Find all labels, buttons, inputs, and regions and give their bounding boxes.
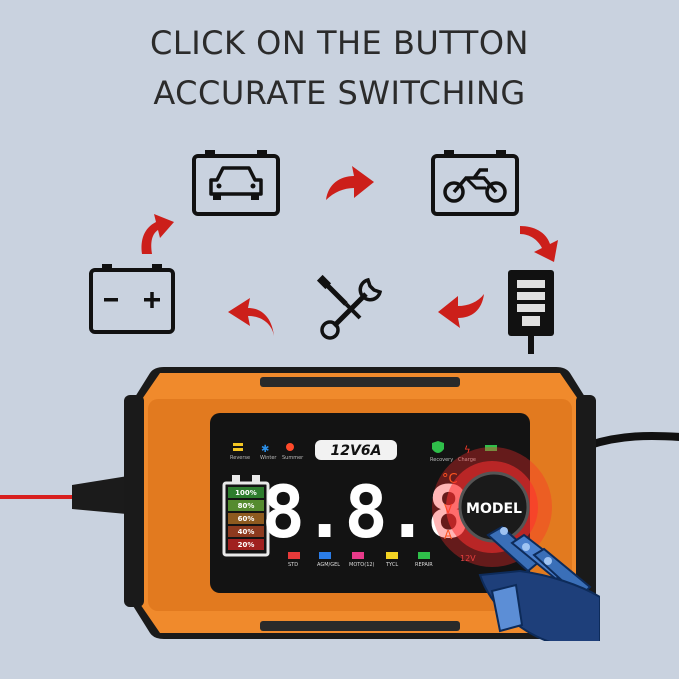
summer-icon [286,443,294,451]
car-battery-icon [192,150,280,216]
gauge-label-20: 20% [238,541,255,549]
mode-repair-icon [418,552,430,559]
mode-std-icon [288,552,300,559]
label-winter: Winter [260,455,277,461]
voltage-tag: 12V [460,554,476,563]
mode-agm-icon [319,552,331,559]
battery-charger-device: Reverse ✱ Winter Summer 12V6A Recovery ϟ… [0,365,679,641]
label-recovery: Recovery [430,457,453,463]
gauge-label-60: 60% [238,515,255,523]
mode-label-std: STD [288,562,298,568]
headline-line-1: CLICK ON THE BUTTON [150,24,529,62]
rating-badge [315,440,397,460]
charger-body [0,367,679,639]
label-summer: Summer [282,455,304,461]
unit-amp: A [444,528,453,542]
mode-label-agm: AGM/GEL [317,562,340,568]
model-button-label: MODEL [466,501,522,517]
arrow-top-right [520,226,558,262]
gauge-bar-40 [228,526,264,537]
label-charge: Charge [458,457,476,463]
label-reverse: Reverse [230,455,250,461]
mode-label-tycl: TYCL [385,562,398,568]
gauge-bar-60 [228,513,264,524]
gauge-bar-100 [228,487,264,498]
gauge-label-80: 80% [238,502,255,510]
gauge-bar-80 [228,500,264,511]
mode-label-moto: MOTO(12) [349,562,375,568]
mode-label-repair: REPAIR [415,562,433,568]
charging-battery-icon [485,445,497,451]
gauge-bar-20 [228,539,264,550]
reverse-icon [233,443,243,446]
arrow-bottom-left [228,298,274,336]
lcd-screen: Reverse ✱ Winter Summer 12V6A Recovery ϟ… [222,440,600,641]
mode-moto-icon [352,552,364,559]
arrow-bottom-right [438,294,484,328]
battery-icon [89,264,175,334]
recovery-icon [432,441,444,453]
gauge-label-40: 40% [238,528,255,536]
motorcycle-battery-icon [431,150,519,216]
arrow-top-middle [326,166,374,200]
rating-text: 12V6A [331,443,382,459]
charger-plug-icon [508,270,554,354]
robot-hand-illustration [478,525,600,641]
digit-display: 8.8.8 [262,470,469,554]
mode-tycl-icon [386,552,398,559]
winter-icon: ✱ [261,444,269,455]
charge-icon: ϟ [464,445,471,456]
arrow-top-left [141,214,174,254]
headline-line-2: ACCURATE SWITCHING [153,74,526,112]
wrench-screwdriver-icon [316,274,383,340]
gauge-label-100: 100% [235,489,257,497]
battery-gauge [222,481,270,557]
headline: CLICK ON THE BUTTON ACCURATE SWITCHING [0,18,679,118]
